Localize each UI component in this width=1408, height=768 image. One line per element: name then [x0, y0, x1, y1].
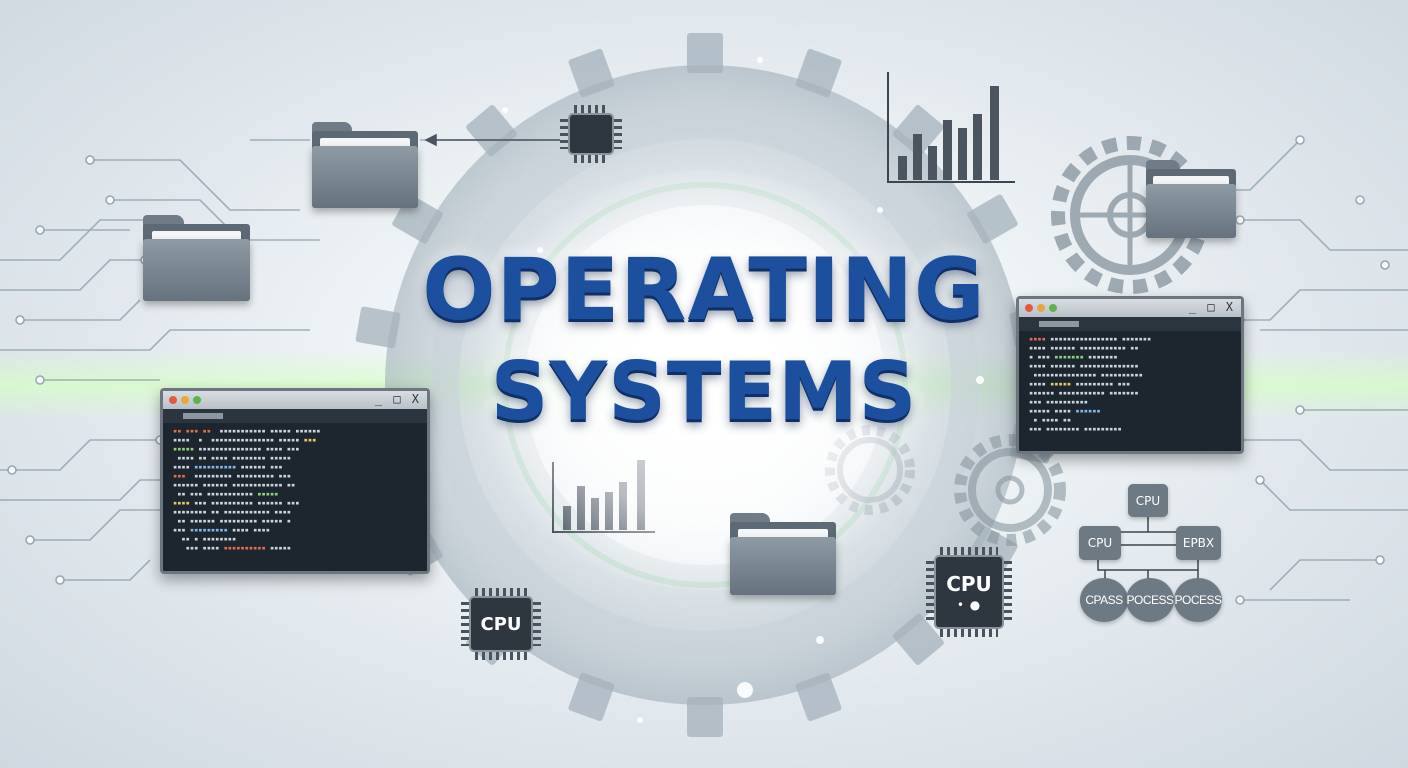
window-title-bar: _ □ X: [163, 391, 427, 409]
tree-node-left: CPU: [1079, 526, 1121, 560]
window-controls: _ □ X: [374, 392, 421, 406]
minimize-dot-icon: [181, 396, 189, 404]
cpu-label: CPU: [946, 572, 992, 596]
page-title-line-1: OPERATING: [422, 240, 986, 340]
chip-icon: [560, 105, 622, 163]
process-node: CPASS: [1080, 578, 1128, 622]
code-lines: ▪▪▪▪ ▪▪▪▪▪▪▪▪▪▪▪▪▪▪▪▪ ▪▪▪▪▪▪▪ ▪▪▪▪ ▪▪▪▪▪…: [1029, 335, 1152, 433]
window-tab-strip: [1019, 317, 1241, 331]
maximize-dot-icon: [1049, 304, 1057, 312]
cpu-label: CPU: [480, 613, 522, 635]
center-glow: [470, 170, 940, 590]
circuit-lines: [0, 139, 1408, 601]
minimize-dot-icon: [1037, 304, 1045, 312]
terminal-window-left: _ □ X ▪▪ ▪▪▪ ▪▪ ▪▪▪▪▪▪▪▪▪▪▪ ▪▪▪▪▪ ▪▪▪▪▪▪…: [160, 388, 430, 574]
arrow-icon: [424, 133, 560, 147]
folder-icon: [143, 215, 250, 301]
tree-node-right: EPBX: [1176, 526, 1221, 560]
bar-chart-icon: [887, 72, 1015, 183]
code-lines: ▪▪ ▪▪▪ ▪▪ ▪▪▪▪▪▪▪▪▪▪▪ ▪▪▪▪▪ ▪▪▪▪▪▪ ▪▪▪▪ …: [173, 427, 321, 552]
maximize-dot-icon: [193, 396, 201, 404]
close-dot-icon: [169, 396, 177, 404]
cpu-chip-icon: CPU • ●: [926, 547, 1012, 637]
cpu-indicator: • ●: [956, 598, 982, 612]
window-tab-strip: [163, 409, 427, 423]
folder-icon: [730, 513, 836, 595]
page-title-line-2: SYSTEMS: [490, 345, 918, 438]
folder-icon: [1146, 160, 1236, 238]
window-title-bar: _ □ X: [1019, 299, 1241, 317]
terminal-window-right: _ □ X ▪▪▪▪ ▪▪▪▪▪▪▪▪▪▪▪▪▪▪▪▪ ▪▪▪▪▪▪▪ ▪▪▪▪…: [1016, 296, 1244, 454]
window-controls: _ □ X: [1188, 300, 1235, 314]
cpu-chip-icon: CPU: [461, 588, 541, 660]
process-node: POCESS: [1126, 578, 1174, 622]
folder-icon: [312, 122, 418, 208]
tree-node-top: CPU: [1128, 484, 1168, 517]
gear-icon: [954, 434, 1066, 546]
process-node: POCESS: [1174, 578, 1222, 622]
close-dot-icon: [1025, 304, 1033, 312]
